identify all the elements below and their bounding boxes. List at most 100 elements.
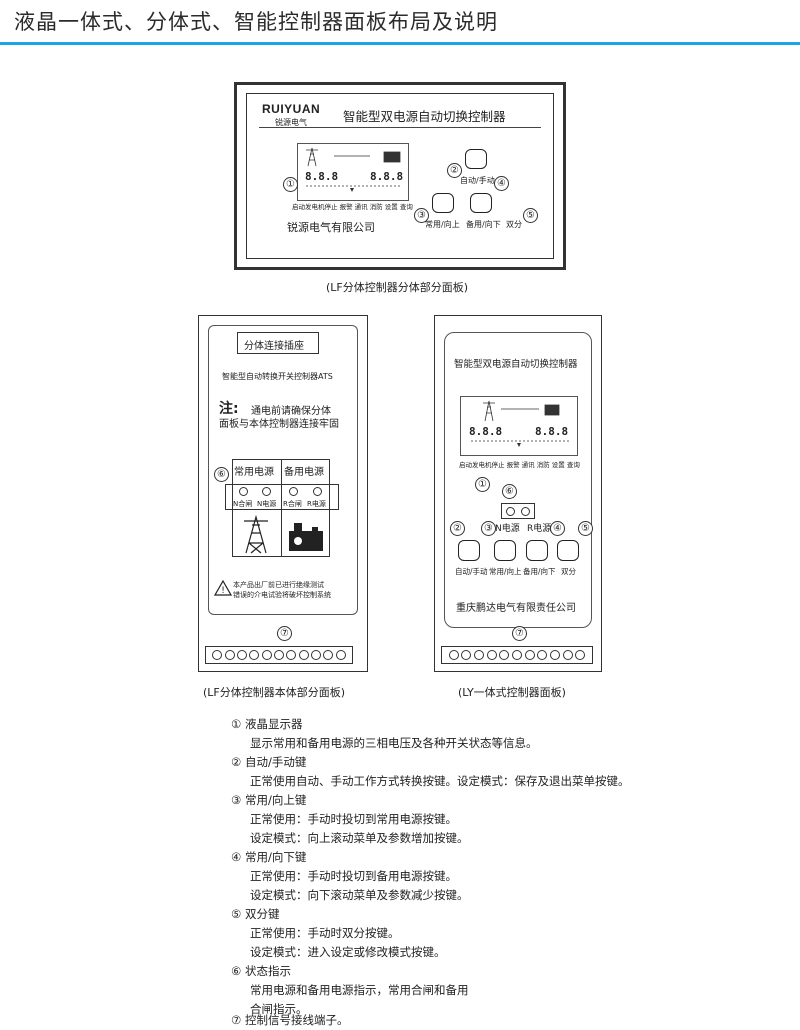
terminal-screw — [335, 650, 346, 660]
lf-split-title-rule — [259, 127, 541, 128]
lf-split-title: 智能型双电源自动切换控制器 — [343, 109, 506, 124]
note-line-2: 面板与本体控制器连接牢固 — [219, 419, 339, 430]
auto-manual-key[interactable] — [465, 149, 487, 169]
ly-auto-manual-key[interactable] — [458, 540, 480, 561]
terminal-screw — [511, 650, 522, 660]
terminal-screw — [448, 650, 459, 660]
terminal-screw — [524, 650, 535, 660]
lcd-bottom-labels: 启动发电机停止 报警 通讯 消防 设置 查询 — [292, 203, 413, 211]
ly-double-open-label: 双分 — [561, 567, 576, 576]
terminal-screw — [323, 650, 334, 660]
double-open-callout: ⑤ — [523, 208, 538, 223]
desc-2-title: ② 自动/手动键 — [231, 755, 307, 769]
double-open-label: 双分 — [506, 220, 522, 229]
ly-led-box — [501, 503, 535, 519]
lcd-callout-number: ① — [283, 177, 298, 192]
ly-inner-frame — [444, 332, 592, 628]
socket-box — [237, 332, 319, 354]
led-r-closed — [289, 487, 298, 496]
ly-backup-down-key[interactable] — [526, 540, 548, 561]
led-label-n-closed: N合闸 — [233, 500, 253, 508]
note-line-1: 通电前请确保分体 — [251, 406, 331, 417]
lf-body-inner-frame — [208, 325, 358, 615]
terminal-screw — [261, 650, 272, 660]
terminal-screw — [224, 650, 235, 660]
terminal-screw — [575, 650, 586, 660]
ly-led-label-r: R电源 — [527, 524, 552, 534]
desc-5-line-1: 正常使用：手动时双分按键。 — [250, 926, 400, 940]
generator-icon — [289, 523, 323, 551]
backup-down-label: 备用/向下 — [466, 220, 501, 229]
status-callout: ⑥ — [214, 467, 229, 482]
ly-terminal-callout: ⑦ — [512, 626, 527, 641]
ly-lcd-callout: ① — [475, 477, 490, 492]
desc-4-line-2: 设定模式：向下滚动菜单及参数减少按键。 — [250, 888, 469, 902]
desc-7-title: ⑦ 控制信号接线端子。 — [231, 1013, 349, 1027]
normal-up-label: 常用/向上 — [425, 220, 460, 229]
product-name: 智能型自动转换开关控制器ATS — [222, 372, 333, 381]
led-n-closed — [239, 487, 248, 496]
led-r-power — [313, 487, 322, 496]
terminal-screw — [236, 650, 247, 660]
ly-terminal-block — [441, 646, 593, 664]
warning-line-1: 本产品出厂前已进行绝缘测试 — [233, 581, 324, 589]
terminal-screw — [537, 650, 548, 660]
normal-up-key[interactable] — [432, 193, 454, 213]
ly-lcd-bottom-labels: 启动发电机停止 报警 通讯 消防 设置 查询 — [459, 461, 580, 469]
desc-6-line-2: 合闸指示。 — [250, 1002, 308, 1016]
desc-3-title: ③ 常用/向上键 — [231, 793, 307, 807]
desc-1-line-1: 显示常用和备用电源的三相电压及各种开关状态等信息。 — [250, 736, 538, 750]
terminal-screw — [298, 650, 309, 660]
ly-led-r-power — [521, 507, 530, 516]
desc-1-title: ① 液晶显示器 — [231, 717, 303, 731]
ly-title: 智能型双电源自动切换控制器 — [454, 359, 578, 370]
terminal-screw — [499, 650, 510, 660]
transmission-tower-icon — [483, 400, 495, 422]
ly-backup-down-callout: ④ — [550, 521, 565, 536]
ly-normal-up-callout: ③ — [481, 521, 496, 536]
ly-company: 重庆鹏达电气有限责任公司 — [456, 603, 576, 614]
ly-lcd-normal-digits: 8.8.8 — [469, 425, 502, 438]
led-label-r-closed: R合闸 — [283, 500, 302, 508]
terminal-screw — [286, 650, 297, 660]
terminal-screw — [273, 650, 284, 660]
ly-double-open-key[interactable] — [557, 540, 579, 561]
backup-down-key[interactable] — [470, 193, 492, 213]
brand-logo: RUIYUAN — [262, 102, 321, 116]
transmission-tower-icon — [306, 147, 318, 167]
terminal-screw — [562, 650, 573, 660]
desc-5-line-2: 设定模式：进入设定或修改模式按键。 — [250, 945, 446, 959]
terminal-screw — [461, 650, 472, 660]
lf-split-company: 锐源电气有限公司 — [287, 221, 375, 234]
triangle-warning-icon: ! — [214, 580, 232, 596]
page-title: 液晶一体式、分体式、智能控制器面板布局及说明 — [14, 10, 498, 34]
terminal-screw — [212, 650, 223, 660]
desc-6-title: ⑥ 状态指示 — [231, 964, 291, 978]
led-label-n-power: N电源 — [257, 500, 277, 508]
terminal-screw — [549, 650, 560, 660]
lf-body-caption: (LF分体控制器本体部分面板) — [203, 686, 346, 699]
desc-5-title: ⑤ 双分键 — [231, 907, 280, 921]
desc-3-line-1: 正常使用：手动时投切到常用电源按键。 — [250, 812, 457, 826]
ly-led-label-n: N电源 — [495, 524, 520, 534]
led-n-power — [262, 487, 271, 496]
transmission-tower-icon — [244, 515, 268, 554]
generator-icon — [383, 151, 401, 163]
ly-auto-manual-label: 自动/手动 — [455, 567, 488, 576]
ly-auto-manual-callout: ② — [450, 521, 465, 536]
lcd-display: 8.8.8 8.8.8 — [297, 143, 409, 201]
generator-icon — [544, 404, 560, 416]
socket-label: 分体连接插座 — [244, 341, 304, 352]
desc-4-title: ④ 常用/向下键 — [231, 850, 307, 864]
ly-normal-up-key[interactable] — [494, 540, 516, 561]
lf-split-caption: (LF分体控制器分体部分面板) — [326, 281, 469, 294]
ly-caption: (LY一体式控制器面板) — [458, 686, 566, 699]
terminal-screw — [249, 650, 260, 660]
ly-led-n-power — [506, 507, 515, 516]
warning-line-2: 错误的介电试验将破坏控制系统 — [233, 591, 331, 599]
ly-double-open-callout: ⑤ — [578, 521, 593, 536]
terminal-block — [205, 646, 353, 664]
normal-source-label: 常用电源 — [234, 467, 274, 478]
desc-2-line-1: 正常使用自动、手动工作方式转换按键。设定模式：保存及退出菜单按键。 — [250, 774, 630, 788]
ly-lcd-backup-digits: 8.8.8 — [535, 425, 568, 438]
